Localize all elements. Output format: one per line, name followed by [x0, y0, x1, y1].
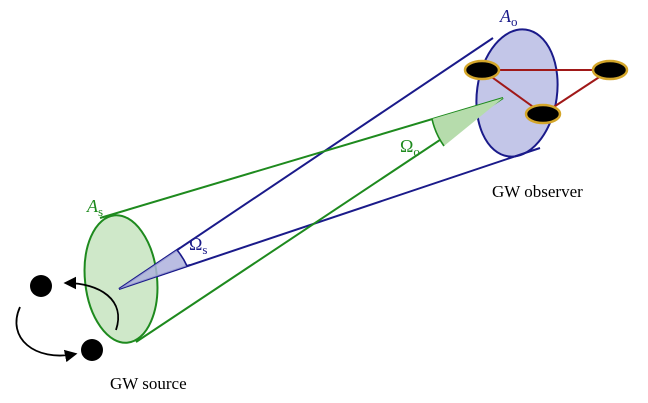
observer-cone-upper	[118, 37, 494, 290]
observer-area-label: Ao	[499, 6, 518, 29]
orbit-arrow	[15, 306, 78, 363]
detector-node	[591, 59, 629, 81]
observer-area-disk	[475, 28, 559, 158]
source-angle-label: Ωs	[189, 234, 207, 257]
observer-caption: GW observer	[492, 182, 583, 201]
observer-cone-lower-front	[118, 264, 191, 290]
observer-angle-label: Ωo	[400, 136, 420, 159]
orbit-arrow	[63, 276, 119, 331]
source-angle-arc	[176, 249, 188, 267]
binary-body	[81, 339, 103, 361]
observer-angle-arc	[431, 118, 445, 147]
detector-node	[524, 103, 562, 125]
detector-node	[463, 59, 501, 81]
source-area-label: As	[86, 196, 103, 219]
source-angle-wedge	[119, 250, 187, 289]
binary-body	[30, 275, 52, 297]
observer-angle-wedge	[432, 98, 503, 146]
source-caption: GW source	[110, 374, 187, 393]
